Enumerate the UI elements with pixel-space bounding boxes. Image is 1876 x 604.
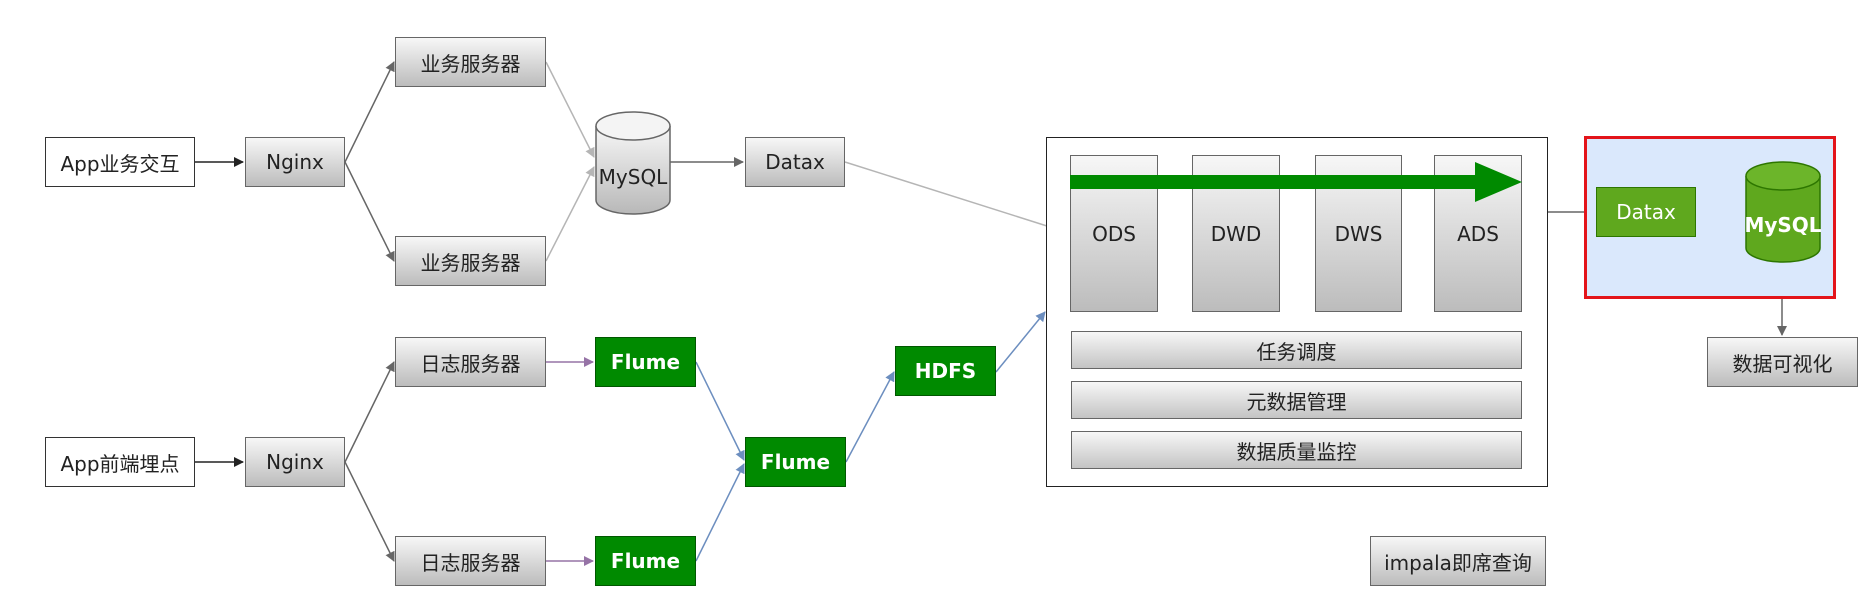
flume-bottom: Flume [595,536,696,586]
impala-query-box: impala即席查询 [1370,536,1546,586]
edge-flume-hdfs [845,371,895,463]
flume-top: Flume [595,337,696,387]
edge-bizserver-top-mysql [545,61,595,158]
datax-source: Datax [745,137,845,187]
edge-nginx-bizserver-top [344,61,395,163]
log-server-top: 日志服务器 [395,337,546,387]
business-server-top: 业务服务器 [395,37,546,87]
mysql-source-label: MySQL [598,165,668,189]
datax-export: Datax [1596,187,1696,237]
task-scheduling-bar: 任务调度 [1071,331,1522,369]
edge-nginx-logserver-top [344,361,395,463]
nginx-top: Nginx [245,137,345,187]
edge-bizserver-bottom-mysql [545,166,595,262]
edge-hdfs-warehouse [995,311,1046,373]
metadata-management-bar: 元数据管理 [1071,381,1522,419]
data-visualization-box: 数据可视化 [1707,337,1858,387]
mysql-source-cylinder [595,111,671,215]
flume-aggregate: Flume [745,437,846,487]
edge-datax-ods [844,161,1070,236]
data-quality-monitor-bar: 数据质量监控 [1071,431,1522,469]
edge-nginx-logserver-bottom [344,461,395,562]
log-server-bottom: 日志服务器 [395,536,546,586]
layer-flow-arrow [1070,162,1522,202]
app-business-box: App业务交互 [45,137,195,187]
mysql-export-cylinder [1745,161,1821,263]
edge-flume-bottom-aggregate [695,463,745,562]
hdfs-node: HDFS [895,346,996,396]
app-frontend-box: App前端埋点 [45,437,195,487]
mysql-export-label: MySQL [1744,213,1822,237]
business-server-bottom: 业务服务器 [395,236,546,286]
edge-flume-top-aggregate [695,361,745,461]
nginx-bottom: Nginx [245,437,345,487]
edge-nginx-bizserver-bottom [344,161,395,262]
